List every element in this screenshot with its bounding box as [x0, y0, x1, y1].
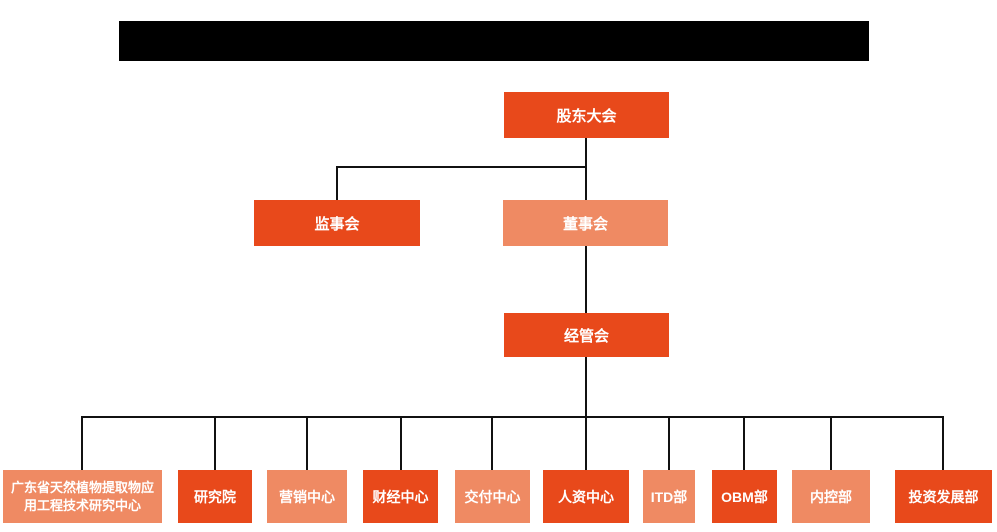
node-label: 经管会 [563, 327, 609, 345]
dept-obm: OBM部 [712, 470, 777, 523]
node-label: 监事会 [314, 215, 360, 233]
dept-label: 研究院 [194, 488, 236, 505]
connector-shareholders-to-directors [585, 138, 587, 200]
connector-departments-horizontal [81, 416, 944, 418]
connector-management-to-departments [585, 357, 587, 470]
connector-drop-itd [668, 416, 670, 470]
dept-internal-control: 内控部 [792, 470, 870, 523]
connector-directors-to-management [585, 246, 587, 313]
dept-label: OBM部 [721, 488, 768, 505]
node-supervisory-board: 监事会 [254, 200, 420, 246]
node-management-committee: 经管会 [504, 313, 669, 357]
dept-finance-center: 财经中心 [363, 470, 438, 523]
dept-label: 营销中心 [279, 488, 335, 505]
dept-label: 财经中心 [372, 488, 429, 505]
connector-drop-marketing-center [306, 416, 308, 470]
dept-label: 投资发展部 [908, 488, 979, 505]
dept-hr-center: 人资中心 [543, 470, 629, 523]
connector-drop-finance-center [400, 416, 402, 470]
connector-branch-horizontal [336, 166, 587, 168]
connector-branch-to-supervisory [336, 166, 338, 200]
dept-label: ITD部 [650, 488, 688, 505]
node-shareholders-meeting: 股东大会 [504, 92, 669, 138]
dept-label: 内控部 [810, 488, 852, 505]
node-label: 董事会 [562, 215, 608, 233]
connector-drop-obm [743, 416, 745, 470]
redacted-title-bar [119, 21, 869, 61]
dept-marketing-center: 营销中心 [267, 470, 347, 523]
connector-drop-delivery-center [491, 416, 493, 470]
dept-label: 人资中心 [558, 488, 614, 505]
dept-delivery-center: 交付中心 [455, 470, 530, 523]
dept-research-center: 广东省天然植物提取物应用工程技术研究中心 [3, 470, 162, 523]
node-label: 股东大会 [556, 107, 617, 125]
connector-drop-investment-development [942, 416, 944, 470]
dept-research-institute: 研究院 [178, 470, 252, 523]
dept-label: 广东省天然植物提取物应用工程技术研究中心 [10, 479, 154, 513]
node-board-of-directors: 董事会 [503, 200, 668, 246]
dept-label: 交付中心 [464, 488, 521, 505]
connector-drop-research-institute [214, 416, 216, 470]
connector-drop-research-center [81, 416, 83, 470]
connector-drop-internal-control [830, 416, 832, 470]
dept-investment-development: 投资发展部 [895, 470, 992, 523]
dept-itd: ITD部 [643, 470, 695, 523]
